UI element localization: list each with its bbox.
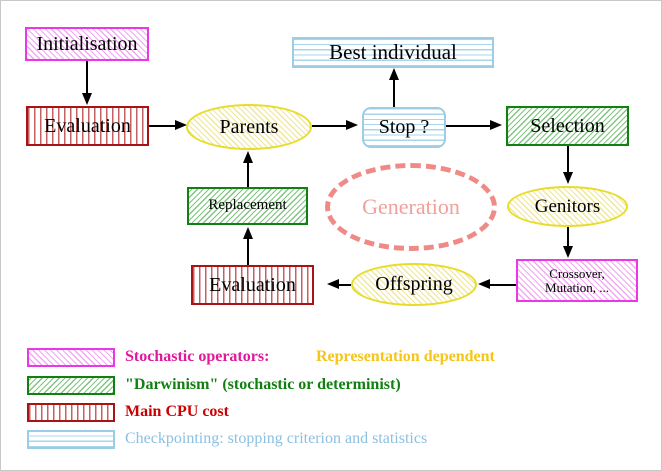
node-crossover-mutation[interactable]: Crossover, Mutation, ... — [516, 259, 638, 302]
arrowhead-evaluation-to-parents — [175, 120, 187, 130]
node-genitors-label: Genitors — [534, 195, 601, 217]
legend-swatch-checkpointing — [27, 430, 115, 449]
node-offspring-label: Offspring — [375, 273, 453, 295]
legend-swatch-stochastic-operators — [27, 348, 115, 367]
arrowhead-crossover-to-offspring — [478, 279, 490, 289]
arrowhead-genitors-to-crossover — [563, 246, 573, 258]
node-replacement[interactable]: Replacement — [187, 187, 308, 225]
arrowhead-parents-to-stop — [346, 120, 358, 130]
group-generation-label: Generation — [362, 194, 460, 219]
node-initialisation-label: Initialisation — [36, 32, 138, 55]
node-initialisation[interactable]: Initialisation — [25, 27, 149, 61]
node-best-individual[interactable]: Best individual — [292, 37, 494, 68]
edge-evaluation-to-parents — [149, 125, 178, 127]
node-best-individual-label: Best individual — [329, 40, 457, 65]
legend-label-darwinism: "Darwinism" (stochastic or determinist) — [125, 376, 401, 393]
edge-crossover-to-offspring — [489, 284, 516, 286]
node-offspring[interactable]: Offspring — [351, 263, 477, 306]
node-selection[interactable]: Selection — [506, 106, 629, 146]
legend-label-main-cpu-cost: Main CPU cost — [125, 403, 229, 420]
node-evaluation-bottom[interactable]: Evaluation — [191, 265, 314, 305]
node-parents[interactable]: Parents — [186, 104, 312, 150]
node-parents-label: Parents — [219, 115, 279, 138]
edge-stop-to-best-individual — [393, 80, 395, 107]
edge-initialisation-to-evaluation — [86, 61, 88, 94]
legend-label-stochastic-operators: Stochastic operators: — [125, 348, 270, 365]
arrowhead-initialisation-to-evaluation — [82, 93, 92, 105]
arrowhead-offspring-to-evaluation — [327, 279, 339, 289]
legend-swatch-darwinism — [27, 376, 115, 395]
node-replacement-label: Replacement — [208, 197, 287, 214]
legend-label-representation-dependent: Representation dependent — [316, 348, 495, 365]
arrowhead-selection-to-genitors — [563, 172, 573, 184]
legend-label-checkpointing: Checkpointing: stopping criterion and st… — [125, 430, 428, 447]
edge-parents-to-stop — [312, 125, 349, 127]
node-evaluation-bottom-label: Evaluation — [209, 273, 296, 296]
edge-replacement-to-parents — [247, 163, 249, 187]
edge-stop-to-selection — [446, 125, 491, 127]
edge-offspring-to-evaluation — [338, 284, 351, 286]
arrowhead-stop-to-selection — [490, 120, 502, 130]
node-stop[interactable]: Stop ? — [362, 107, 446, 148]
node-crossover-line2: Mutation, ... — [545, 279, 609, 295]
arrowhead-evaluation-to-replacement — [243, 227, 253, 239]
group-generation: Generation — [325, 163, 497, 251]
arrowhead-stop-to-best-individual — [389, 68, 399, 80]
node-genitors[interactable]: Genitors — [507, 186, 628, 227]
node-selection-label: Selection — [530, 114, 605, 137]
edge-evaluation-to-replacement — [247, 239, 249, 265]
legend-swatch-main-cpu-cost — [27, 403, 115, 422]
node-evaluation-top-label: Evaluation — [44, 114, 131, 137]
arrowhead-replacement-to-parents — [243, 151, 253, 163]
node-evaluation-top[interactable]: Evaluation — [26, 106, 149, 146]
node-crossover-line1: Crossover, — [549, 265, 605, 281]
edge-selection-to-genitors — [567, 146, 569, 173]
node-stop-label: Stop ? — [378, 116, 430, 138]
edge-genitors-to-crossover — [567, 227, 569, 247]
